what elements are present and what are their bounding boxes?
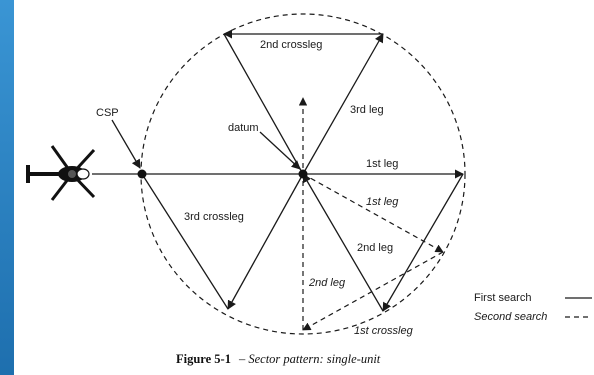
- second-crossleg-label: 2nd crossleg: [260, 39, 322, 51]
- upper-return-leg: [223, 33, 304, 175]
- datum-label: datum: [228, 122, 259, 134]
- third-crossleg-label: 3rd crossleg: [184, 211, 244, 223]
- legend: First search Second search: [474, 292, 592, 323]
- legend-first-search-label: First search: [474, 292, 531, 304]
- second-search-track: [298, 97, 444, 331]
- csp-pointer: [111, 119, 141, 169]
- figure-page: [14, 0, 594, 375]
- csp-point: [137, 169, 147, 179]
- datum-pointer: [259, 131, 301, 170]
- first-crossleg-solid: [382, 173, 464, 312]
- first-search-track: [92, 29, 464, 312]
- figure-caption: Figure 5-1 – Sector pattern: single-unit: [176, 350, 381, 367]
- second-search-first-leg: [302, 173, 444, 253]
- first-leg-label-2: 1st leg: [366, 196, 399, 208]
- second-leg-label-2: 2nd leg: [308, 277, 346, 289]
- figure-caption-title: – Sector pattern: single-unit: [238, 352, 381, 366]
- csp-label: CSP: [96, 107, 119, 119]
- helicopter-icon: [26, 145, 96, 201]
- legend-second-search-label: Second search: [474, 311, 547, 323]
- first-crossleg-label: 1st crossleg: [354, 325, 414, 337]
- second-leg-label-1: 2nd leg: [357, 242, 393, 254]
- figure-caption-number: Figure 5-1: [176, 352, 231, 366]
- third-leg-solid: [227, 173, 304, 310]
- third-leg-upper: [302, 33, 384, 175]
- datum-point: [298, 169, 308, 179]
- third-leg-label: 3rd leg: [350, 104, 384, 116]
- second-leg-1: [302, 173, 384, 312]
- third-crossleg-solid: [141, 173, 229, 310]
- first-leg-label-1: 1st leg: [366, 158, 398, 170]
